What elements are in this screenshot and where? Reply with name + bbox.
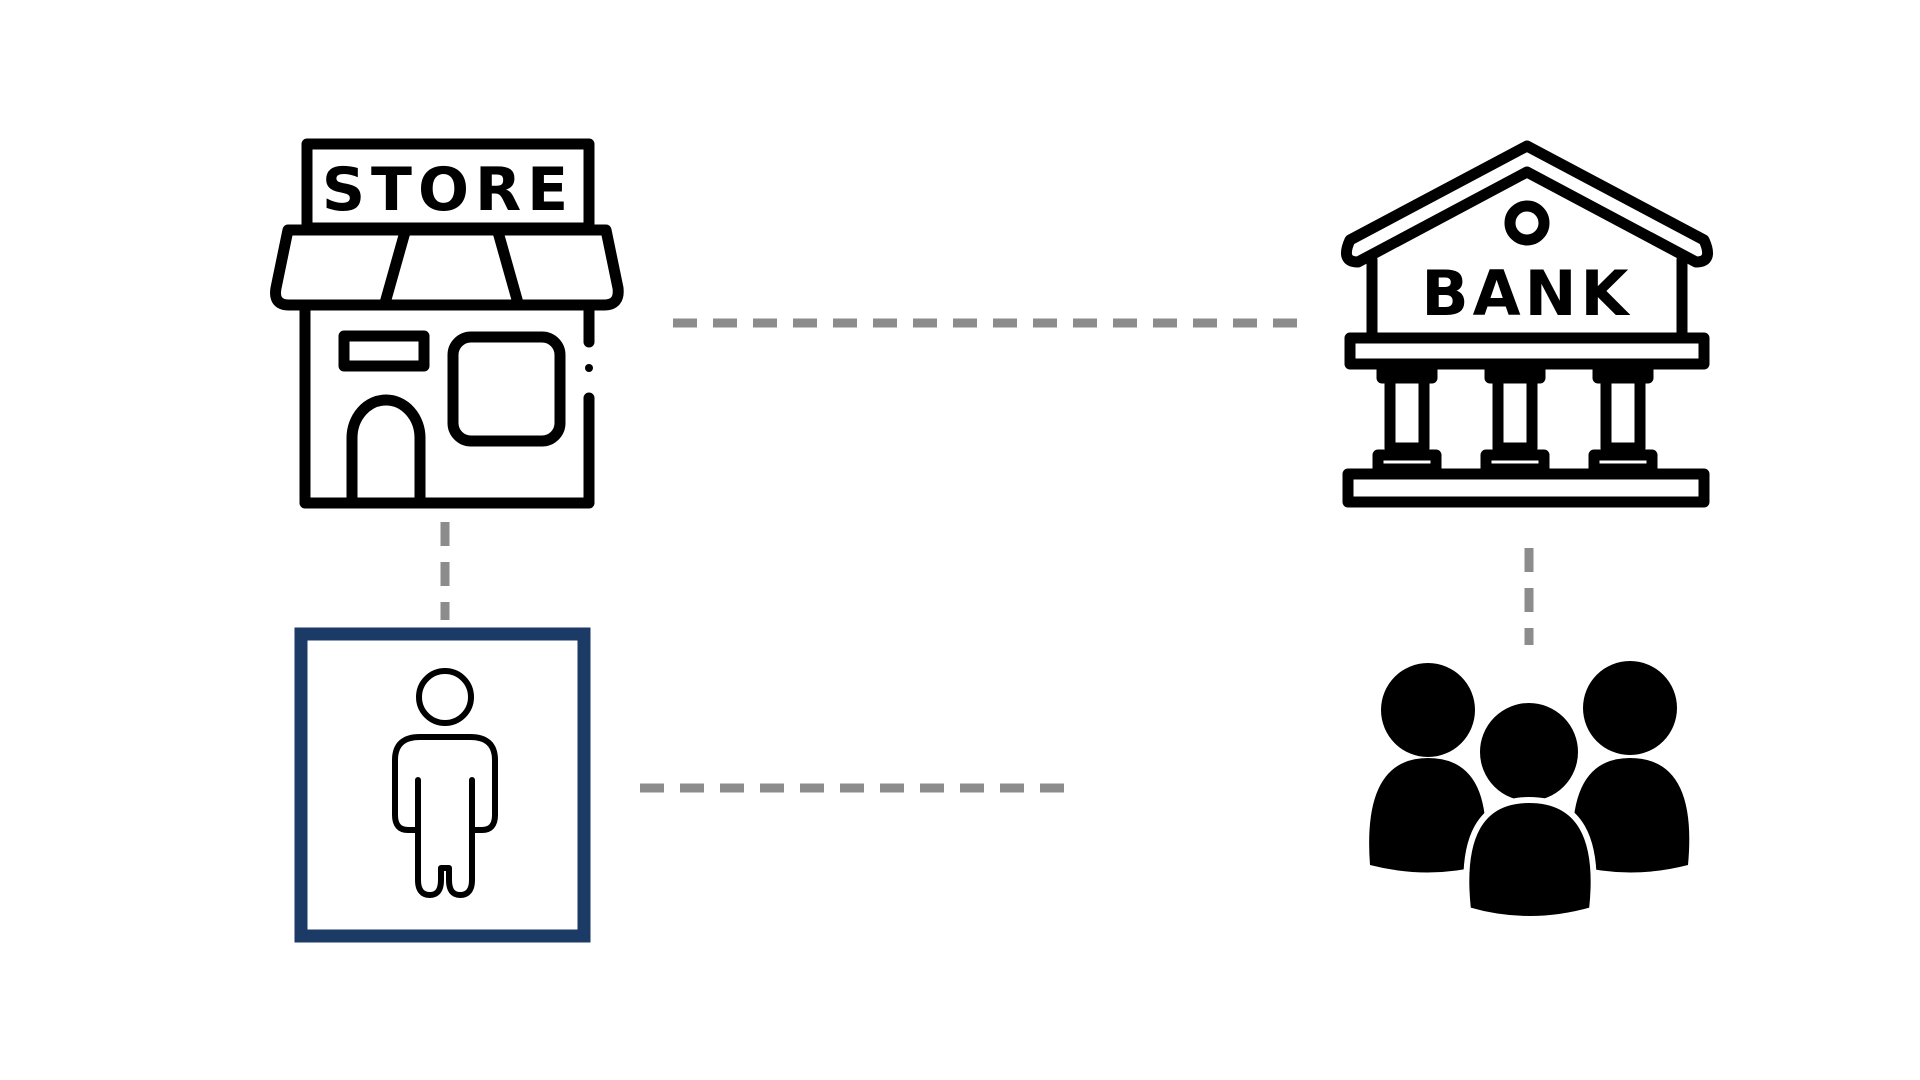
store-icon: [270, 138, 624, 509]
bank-icon: [1340, 140, 1714, 508]
highlight-frame: [294, 627, 591, 943]
store-sign-label: STORE: [322, 155, 574, 225]
person-icon: [392, 668, 498, 898]
group-of-people-icon: [1369, 661, 1690, 922]
connectors: [440, 318, 1534, 793]
bank-sign-label: BANK: [1421, 257, 1632, 330]
